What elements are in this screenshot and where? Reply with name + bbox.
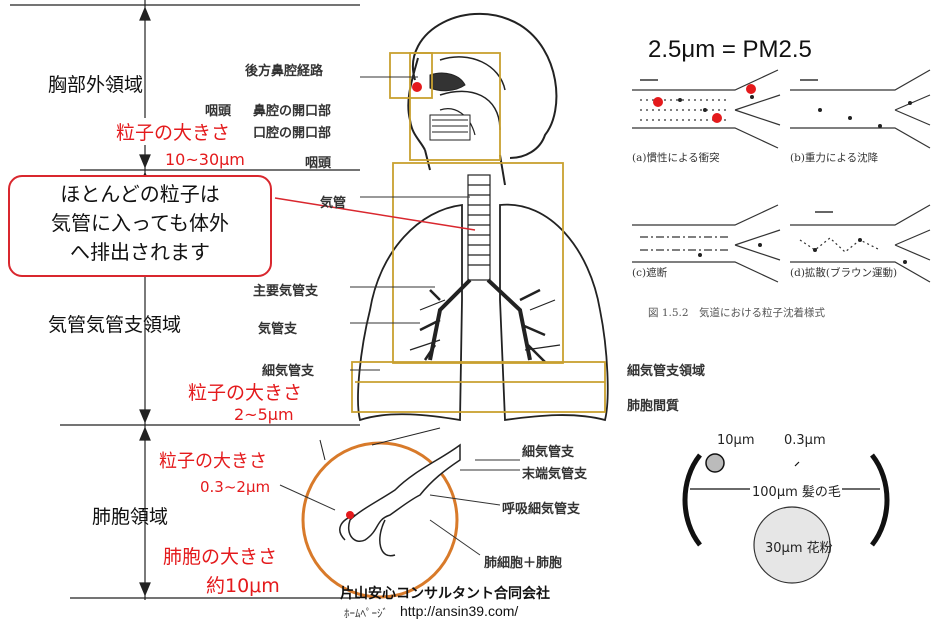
region-boxes xyxy=(351,52,606,413)
label-pharynx: 咽頭 xyxy=(305,156,332,171)
scale-03um: 0.3μm xyxy=(784,433,826,448)
label-respiratory-bronchiole: 呼吸細気管支 xyxy=(502,502,581,517)
label-bronchiole-2: 細気管支 xyxy=(522,445,575,460)
particle-size-label-3: 粒子の大きさ xyxy=(159,451,267,472)
particle-size-value-2: 2~5μm xyxy=(234,405,294,424)
scale-pollen: 30μm 花粉 xyxy=(765,541,833,556)
particle-size-label-2: 粒子の大きさ xyxy=(188,382,303,404)
scale-comparison xyxy=(682,453,890,584)
caption-c: (c)遮断 xyxy=(632,267,668,279)
nasal-particle xyxy=(412,82,422,92)
caption-b: (b)重力による沈降 xyxy=(790,152,879,164)
trachea xyxy=(428,174,532,361)
homepage-url[interactable]: http://ansin39.com/ xyxy=(400,603,519,619)
label-bronchus: 気管支 xyxy=(258,322,298,337)
alveolus-size-value: 約10μm xyxy=(206,575,280,597)
callout-line-1: ほとんどの粒子は xyxy=(60,182,220,206)
alveolus-size-label: 肺胞の大きさ xyxy=(163,546,278,568)
region-trachea-bronchial: 気管気管支領域 xyxy=(48,314,182,336)
alveolar-detail xyxy=(301,427,461,599)
region-thoracic-outer: 胸部外領域 xyxy=(48,74,144,96)
homepage-label: ﾎｰﾑﾍﾟｰｼﾞ xyxy=(344,607,388,620)
label-main-bronchus: 主要気管支 xyxy=(253,284,319,299)
company-name: 片山安心コンサルタント合同会社 xyxy=(340,586,550,602)
label-posterior-nasal: 後方鼻腔経路 xyxy=(245,64,324,79)
particle-size-label-1: 粒子の大きさ xyxy=(116,118,231,145)
bronchial-tree xyxy=(419,288,546,363)
oral-cavity xyxy=(429,72,471,141)
label-trachea: 気管 xyxy=(320,196,347,211)
caption-a: (a)慣性による衝突 xyxy=(632,152,720,164)
label-oral-opening: 口腔の開口部 xyxy=(253,126,332,141)
deposition-particles xyxy=(678,95,912,264)
label-alveolar-interstitium: 肺胞間質 xyxy=(627,399,680,414)
deposition-red-particles xyxy=(653,84,756,123)
pm25-title: 2.5μm = PM2.5 xyxy=(648,36,812,63)
callout-line-3: へ排出されます xyxy=(70,240,210,264)
lungs xyxy=(357,203,609,422)
particle-size-value-1: 10~30μm xyxy=(165,150,245,169)
leader-lines xyxy=(274,76,520,556)
label-terminal-bronchiole: 末端気管支 xyxy=(522,467,588,482)
scale-10um: 10μm xyxy=(717,433,755,448)
label-pharynx-top: 咽頭 xyxy=(205,104,232,119)
label-nasal-opening: 鼻腔の開口部 xyxy=(253,104,332,119)
label-bronchiole-region: 細気管支領域 xyxy=(627,364,706,379)
label-alveoli: 肺細胞＋肺胞 xyxy=(484,556,563,571)
label-bronchiole: 細気管支 xyxy=(262,364,315,379)
scale-hair: 100μm 髪の毛 xyxy=(752,485,841,500)
deposition-panels xyxy=(632,69,931,283)
particle-size-value-3: 0.3~2μm xyxy=(200,478,271,496)
callout-line-2: 気管に入っても体外 xyxy=(51,211,229,235)
region-alveolar: 肺胞領域 xyxy=(92,506,169,528)
region-axis xyxy=(10,0,360,600)
callout-bubble: ほとんどの粒子は 気管に入っても体外 へ排出されます xyxy=(8,175,272,277)
caption-d: (d)拡散(ブラウン運動) xyxy=(790,267,898,279)
figure-caption: 図 1.5.2 気道における粒子沈着様式 xyxy=(648,307,826,319)
